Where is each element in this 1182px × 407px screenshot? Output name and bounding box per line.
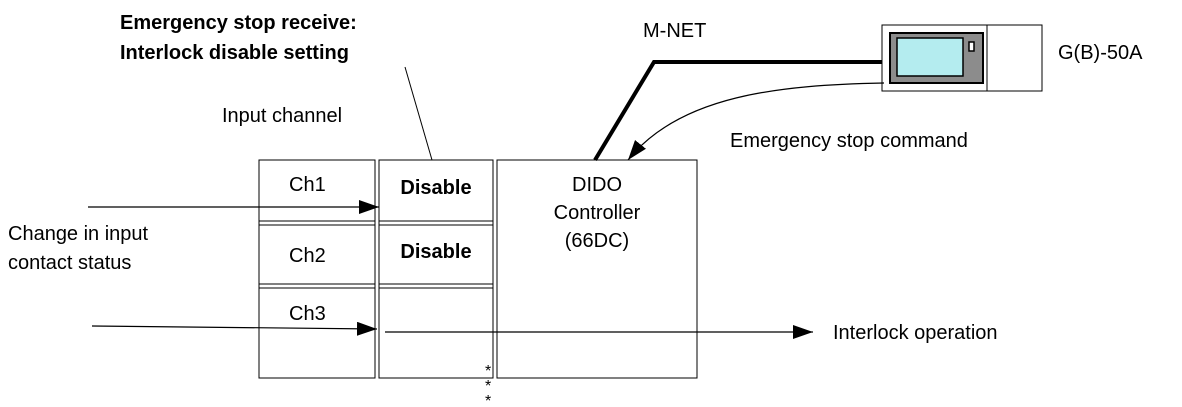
title-line-1: Emergency stop receive:	[120, 12, 357, 34]
input-change-label-line-1: Change in input	[8, 223, 149, 245]
continuation-mark-1: *	[485, 363, 491, 380]
controller-line-1: DIDO	[572, 174, 622, 196]
network-label: M-NET	[643, 20, 706, 42]
channel-name-1: Ch1	[289, 174, 326, 196]
output-label: Interlock operation	[833, 322, 998, 344]
input-change-label-line-2: contact status	[8, 252, 131, 274]
channel-setting-1: Disable	[400, 177, 471, 199]
command-arrow	[627, 82, 885, 161]
controller-line-3: (66DC)	[565, 230, 629, 252]
controller-line-2: Controller	[554, 202, 641, 224]
device-button	[968, 41, 975, 52]
setting-column	[378, 159, 494, 379]
channel-table	[258, 159, 376, 379]
command-label: Emergency stop command	[730, 130, 968, 152]
channel-setting-2: Disable	[400, 241, 471, 263]
continuation-mark-2: *	[485, 378, 491, 395]
controller-box	[496, 159, 698, 379]
channel-name-2: Ch2	[289, 245, 326, 267]
title-pointer-line	[404, 66, 433, 161]
input-channel-label: Input channel	[222, 105, 342, 127]
title-line-2: Interlock disable setting	[120, 42, 349, 64]
device-label: G(B)-50A	[1058, 42, 1143, 64]
controller-terminal-icon	[881, 24, 1043, 92]
mnet-line	[593, 60, 882, 162]
channel-name-3: Ch3	[289, 303, 326, 325]
continuation-mark-3: *	[485, 393, 491, 407]
input-arrow-ch3	[91, 321, 378, 336]
device-screen	[896, 37, 964, 77]
